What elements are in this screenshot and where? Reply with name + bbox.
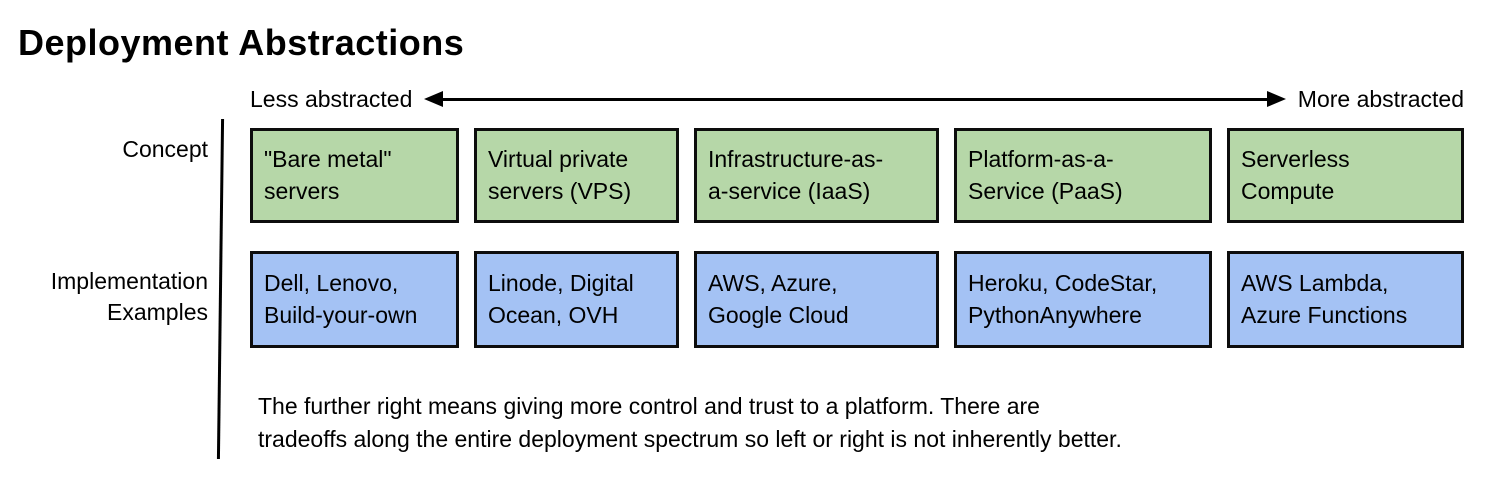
arrow-line — [443, 97, 1267, 101]
example-box-paas: Heroku, CodeStar, PythonAnywhere — [954, 251, 1212, 348]
double-headed-arrow — [424, 91, 1286, 107]
arrowhead-right-icon — [1266, 91, 1286, 107]
row-labels-divider-line — [216, 118, 225, 460]
page-title: Deployment Abstractions — [18, 22, 465, 63]
concept-box-label: Platform-as-a- Service (PaaS) — [968, 145, 1123, 204]
example-box-label: Linode, Digital Ocean, OVH — [488, 269, 634, 328]
example-box-vps: Linode, Digital Ocean, OVH — [474, 251, 679, 348]
abstraction-boxes-grid: "Bare metal" servers Virtual private ser… — [250, 128, 1464, 348]
concept-box-label: Virtual private servers (VPS) — [488, 145, 632, 204]
example-box-bare-metal: Dell, Lenovo, Build-your-own — [250, 251, 459, 348]
more-abstracted-label: More abstracted — [1297, 85, 1464, 112]
abstraction-spectrum: Less abstracted More abstracted — [250, 84, 1464, 114]
row-label-implementation-examples: Implementation Examples — [50, 268, 208, 326]
example-box-label: AWS Lambda, Azure Functions — [1241, 269, 1408, 328]
row-label-concept: Concept — [122, 136, 208, 162]
example-box-label: Dell, Lenovo, Build-your-own — [264, 269, 418, 328]
concept-box-bare-metal: "Bare metal" servers — [250, 128, 459, 223]
concept-box-paas: Platform-as-a- Service (PaaS) — [954, 128, 1212, 223]
concept-box-vps: Virtual private servers (VPS) — [474, 128, 679, 223]
arrowhead-left-icon — [424, 91, 444, 107]
example-box-serverless: AWS Lambda, Azure Functions — [1227, 251, 1464, 348]
example-box-label: Heroku, CodeStar, PythonAnywhere — [968, 269, 1158, 328]
example-box-label: AWS, Azure, Google Cloud — [708, 269, 849, 328]
concept-box-label: Infrastructure-as- a-service (IaaS) — [708, 145, 884, 204]
example-box-iaas: AWS, Azure, Google Cloud — [694, 251, 939, 348]
spectrum-tradeoffs-caption: The further right means giving more cont… — [258, 393, 1122, 453]
concept-box-iaas: Infrastructure-as- a-service (IaaS) — [694, 128, 939, 223]
concept-box-label: "Bare metal" servers — [264, 145, 392, 204]
less-abstracted-label: Less abstracted — [250, 85, 413, 112]
concept-box-serverless: Serverless Compute — [1227, 128, 1464, 223]
concept-box-label: Serverless Compute — [1241, 145, 1350, 204]
